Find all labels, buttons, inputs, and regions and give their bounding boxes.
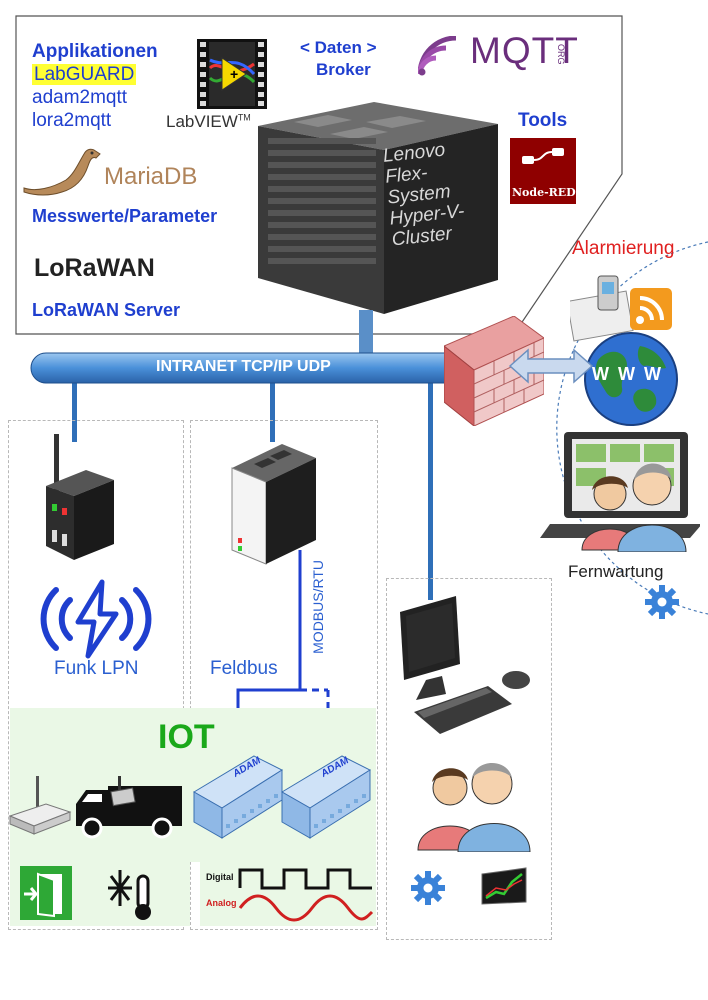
wireless-gateway-icon bbox=[46, 434, 114, 560]
workstation-zone bbox=[386, 578, 552, 940]
truck-icon bbox=[76, 776, 182, 839]
digital-label: Digital bbox=[206, 872, 234, 882]
applications-title: Applikationen bbox=[32, 41, 158, 62]
server-cluster-icon bbox=[258, 102, 498, 314]
mariadb-caption: Messwerte/Parameter bbox=[32, 206, 218, 226]
trend-chart-icon bbox=[481, 867, 527, 905]
thermometer-icon bbox=[108, 870, 151, 920]
node-red-label: Node-RED bbox=[512, 186, 576, 199]
adam-module-1-icon[interactable] bbox=[192, 752, 286, 842]
iot-label: IOT bbox=[158, 718, 215, 756]
mqtt-logo-suffix: ORG bbox=[556, 44, 566, 65]
mqtt-icon bbox=[418, 36, 457, 76]
labview-label: LabVIEW bbox=[166, 112, 238, 131]
door-icon bbox=[20, 866, 72, 920]
tools-title: Tools bbox=[518, 110, 568, 131]
app-item-lora2mqtt[interactable]: lora2mqtt bbox=[32, 110, 112, 131]
modbus-label: MODBUS/RTU bbox=[310, 560, 326, 654]
mariadb-logo-text: MariaDB bbox=[104, 163, 198, 190]
gear-icon[interactable] bbox=[644, 584, 680, 620]
settings-gear-icon[interactable] bbox=[410, 870, 446, 906]
internet-zone bbox=[556, 241, 708, 615]
lorawan-logo-text: LoRaWAN bbox=[34, 254, 155, 282]
remote-maintenance-label: Fernwartung bbox=[568, 562, 664, 581]
feldbus-label: Feldbus bbox=[210, 658, 278, 679]
fieldbus-zone bbox=[190, 420, 378, 930]
bidirectional-arrow-icon bbox=[508, 348, 594, 384]
signal-zone bbox=[200, 862, 376, 926]
remote-maintenance-icon bbox=[540, 432, 700, 552]
app-item-adam2mqtt[interactable]: adam2mqtt bbox=[32, 87, 128, 108]
workstation-icon[interactable] bbox=[396, 594, 546, 744]
field-controller-icon bbox=[231, 444, 316, 565]
mariadb-seal-icon bbox=[23, 148, 101, 196]
broker-label-line1: < Daten > bbox=[300, 38, 377, 57]
adam-module-2-icon[interactable] bbox=[280, 752, 374, 842]
app-item-labguard[interactable]: LabGUARD bbox=[32, 64, 137, 85]
mqtt-logo-text: MQTT bbox=[470, 30, 579, 71]
labview-trademark: TM bbox=[237, 112, 251, 123]
labview-icon: + bbox=[197, 39, 267, 109]
funk-lpn-label: Funk LPN bbox=[54, 658, 139, 679]
router-icon bbox=[8, 776, 72, 835]
broker-label-line2: Broker bbox=[316, 60, 371, 79]
users-icon bbox=[417, 763, 531, 852]
intranet-label: INTRANET TCP/IP UDP bbox=[156, 358, 331, 375]
svg-text:+: + bbox=[230, 66, 238, 82]
alarm-label: Alarmierung bbox=[572, 238, 675, 259]
signal-waveform-icon bbox=[238, 868, 374, 922]
www-label: W W W bbox=[592, 364, 663, 384]
analog-label: Analog bbox=[206, 898, 237, 908]
lorawan-caption: LoRaWAN Server bbox=[32, 300, 181, 320]
globe-icon[interactable] bbox=[582, 330, 680, 428]
node-red-icon[interactable] bbox=[510, 138, 576, 204]
alarm-devices-icon bbox=[570, 275, 672, 342]
wireless-zone bbox=[8, 420, 184, 930]
wireless-signal-icon bbox=[40, 579, 152, 659]
